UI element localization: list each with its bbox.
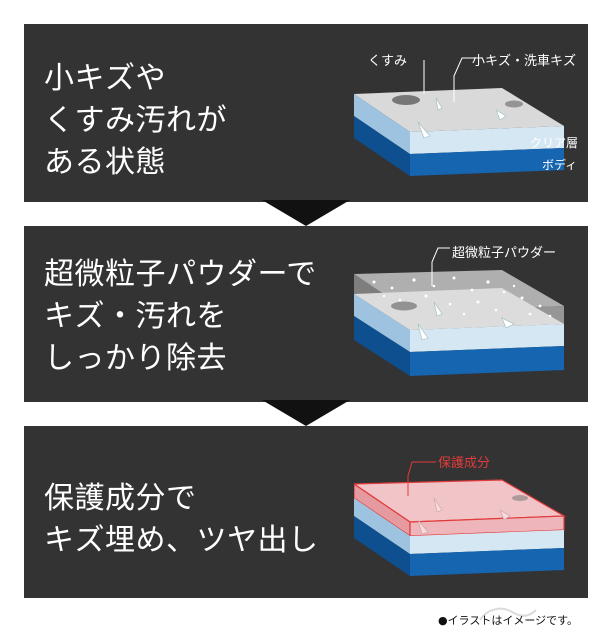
callout-protection: 保護成分 [438, 456, 491, 471]
footnote: ●イラストはイメージです。 [437, 614, 578, 627]
callout-powder: 超微粒子パウダー [452, 246, 557, 261]
panel-2-heading: 超微粒子パウダーで キズ・汚れを しっかり除去 [44, 254, 317, 380]
paint-layer-diagram-polishing: 超微粒子パウダー [354, 226, 588, 402]
heading-line: 保護成分で [44, 481, 197, 516]
panel-3-heading: 保護成分で キズ埋め、ツヤ出し [44, 478, 319, 562]
heading-line: 小キズや [44, 61, 166, 96]
down-arrow-icon [262, 200, 350, 226]
callout-scratches: 小キズ・洗車キズ [472, 54, 577, 69]
label-clear-coat: クリア層 [530, 136, 579, 150]
panel-polishing: 超微粒子パウダーで キズ・汚れを しっかり除去 [24, 226, 588, 402]
down-arrow-icon [262, 400, 350, 426]
watermark-logo-icon [476, 604, 540, 626]
heading-line: キズ埋め、ツヤ出し [44, 523, 319, 558]
panel-1-heading: 小キズや くすみ汚れが ある状態 [44, 58, 227, 184]
heading-line: キズ・汚れを [44, 299, 227, 334]
callout-dullness: くすみ [368, 54, 408, 69]
heading-line: 超微粒子パウダーで [44, 257, 317, 292]
label-body: ボディ [542, 158, 578, 172]
heading-line: しっかり除去 [44, 341, 227, 376]
panel-protection: 保護成分で キズ埋め、ツヤ出し 保護成分 [24, 426, 588, 598]
panel-before: 小キズや くすみ汚れが ある状態 くすみ 小キズ・洗車キズ クリア層 [24, 24, 588, 202]
heading-line: ある状態 [44, 145, 166, 180]
paint-layer-diagram-protection: 保護成分 [354, 426, 588, 598]
paint-layer-diagram-before: くすみ 小キズ・洗車キズ クリア層 ボディ [354, 24, 588, 202]
heading-line: くすみ汚れが [44, 103, 227, 138]
